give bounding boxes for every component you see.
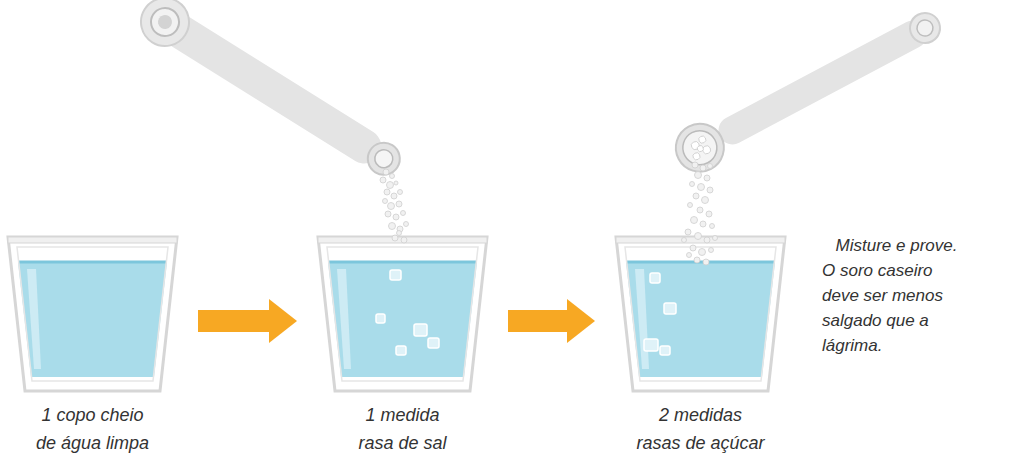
- falling-salt: [394, 181, 398, 185]
- measuring-spoon: [146, 3, 185, 42]
- water-surface: [626, 261, 775, 264]
- step-caption: 1 copo cheio de água limpa: [32, 401, 153, 457]
- falling-salt: [389, 223, 396, 230]
- glass-body: [318, 237, 487, 391]
- measuring-spoon: [362, 137, 406, 181]
- measuring-spoon: [132, 0, 410, 188]
- glass-step: 1 medida rasa de sal: [315, 229, 490, 461]
- falling-salt: [397, 231, 402, 236]
- falling-sugar: [688, 203, 693, 208]
- falling-sugar: [704, 175, 710, 181]
- falling-sugar: [693, 193, 699, 199]
- falling-sugar: [707, 187, 713, 193]
- glass-body: [616, 237, 785, 391]
- measuring-spoon: [701, 144, 712, 155]
- water: [18, 262, 167, 377]
- water: [328, 262, 477, 377]
- measuring-spoon: [155, 12, 174, 31]
- measuring-spoon: [156, 8, 388, 170]
- glass-body: [8, 237, 177, 391]
- falling-sugar: [697, 207, 703, 213]
- falling-sugar: [700, 165, 706, 171]
- water-surface: [18, 261, 167, 264]
- falling-salt: [404, 222, 409, 227]
- measuring-spoon: [132, 0, 198, 55]
- glass-outline: [315, 229, 490, 461]
- measuring-spoon: [690, 140, 701, 151]
- falling-sugar: [710, 224, 715, 229]
- falling-sugar: [698, 184, 705, 191]
- measuring-spoon: [371, 146, 396, 171]
- glass-rim: [8, 237, 177, 243]
- falling-salt: [387, 182, 394, 189]
- instruction-note: Misture e prove. O soro caseiro deve ser…: [822, 233, 961, 358]
- step-arrow: [198, 310, 269, 332]
- measuring-spoon: [714, 16, 932, 150]
- falling-sugar: [690, 182, 695, 187]
- falling-salt: [396, 201, 402, 207]
- falling-salt: [383, 169, 389, 175]
- falling-sugar: [695, 172, 702, 179]
- measuring-spoon: [905, 8, 946, 49]
- falling-salt: [393, 214, 399, 220]
- falling-salt: [385, 211, 391, 217]
- measuring-spoon: [667, 0, 949, 180]
- measuring-spoon: [667, 115, 732, 180]
- measuring-spoon: [696, 145, 704, 153]
- glass-rim: [318, 237, 487, 243]
- glass-inner-wall: [327, 247, 478, 381]
- falling-salt: [388, 203, 395, 210]
- falling-sugar: [706, 211, 712, 217]
- step-caption: 2 medidas rasas de açúcar: [635, 401, 765, 457]
- measuring-spoon: [914, 17, 936, 39]
- falling-salt: [390, 174, 395, 179]
- falling-sugar: [685, 229, 691, 235]
- glass-inner-wall: [625, 247, 776, 381]
- glass-outline: [613, 229, 788, 461]
- falling-salt: [401, 211, 406, 216]
- falling-sugar: [691, 217, 698, 224]
- falling-salt: [380, 169, 409, 243]
- falling-sugar: [702, 197, 709, 204]
- falling-salt: [397, 226, 403, 232]
- falling-salt: [380, 177, 386, 183]
- falling-sugar: [692, 162, 698, 168]
- glass-outline: [5, 229, 180, 461]
- glass-step: 1 copo cheio de água limpa: [5, 229, 180, 461]
- glass-rim: [616, 237, 785, 243]
- water: [626, 262, 775, 377]
- falling-salt: [398, 190, 403, 195]
- measuring-spoon: [692, 152, 701, 161]
- falling-salt: [391, 193, 397, 199]
- step-caption: 1 medida rasa de sal: [353, 401, 452, 457]
- glass-inner-wall: [17, 247, 168, 381]
- falling-salt: [383, 199, 388, 204]
- falling-salt: [384, 189, 390, 195]
- falling-sugar: [708, 164, 713, 169]
- measuring-spoon: [698, 135, 707, 144]
- measuring-spoon: [677, 125, 723, 171]
- step-arrow: [508, 310, 567, 332]
- water-surface: [328, 261, 477, 264]
- falling-sugar: [700, 221, 706, 227]
- glass-step: 2 medidas rasas de açúcar: [613, 229, 788, 461]
